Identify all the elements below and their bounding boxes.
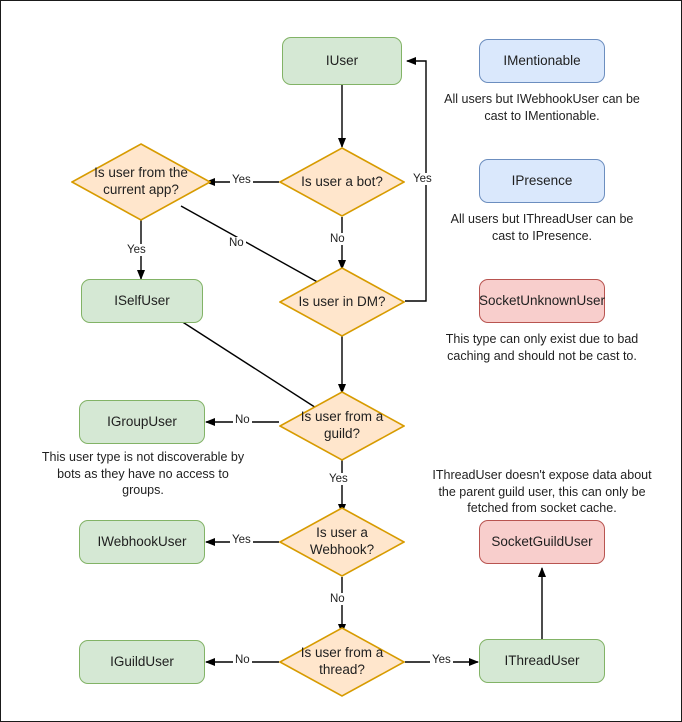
node-label: IPresence bbox=[511, 172, 573, 188]
edge-label-iswebhook-no: No bbox=[328, 593, 347, 605]
edge-label-isbot-yes: Yes bbox=[230, 174, 253, 186]
edge-label-iscurrentapp-yes: Yes bbox=[125, 244, 148, 256]
node-imentionable[interactable]: IMentionable bbox=[479, 39, 605, 83]
edge-label-isthread-no: No bbox=[233, 654, 252, 666]
note-ithreaduser: IThreadUser doesn't expose data about th… bbox=[432, 468, 652, 515]
node-is-user-from-a-guild[interactable]: Is user from a guild? bbox=[279, 391, 405, 461]
node-label: IUser bbox=[325, 52, 359, 68]
node-socketunknownuser[interactable]: SocketUnknownUser bbox=[479, 279, 605, 323]
node-is-user-from-current-app[interactable]: Is user from the current app? bbox=[71, 143, 211, 221]
note-imentionable: All users but IWebhookUser can be cast t… bbox=[444, 92, 640, 123]
diamond-shape bbox=[279, 627, 405, 697]
node-is-user-a-webhook[interactable]: Is user a Webhook? bbox=[279, 507, 405, 577]
node-iguilduser[interactable]: IGuildUser bbox=[79, 640, 205, 684]
node-is-user-a-bot[interactable]: Is user a bot? bbox=[279, 147, 405, 217]
node-igroupuser[interactable]: IGroupUser bbox=[79, 400, 205, 444]
node-label: ISelfUser bbox=[114, 292, 170, 308]
edge-label-isthread-yes: Yes bbox=[430, 654, 453, 666]
node-label: IWebhookUser bbox=[97, 533, 187, 549]
note-igroupuser: This user type is not discoverable by bo… bbox=[41, 450, 245, 497]
edge-label-isdm-yes: Yes bbox=[411, 173, 434, 185]
node-label: IGuildUser bbox=[110, 653, 174, 669]
node-label: Is user from the current app? bbox=[94, 165, 188, 197]
node-iselfuser[interactable]: ISelfUser bbox=[81, 279, 203, 323]
node-is-user-from-a-thread[interactable]: Is user from a thread? bbox=[279, 627, 405, 697]
note-socketunknownuser: This type can only exist due to bad cach… bbox=[445, 332, 639, 363]
node-socketguilduser[interactable]: SocketGuildUser bbox=[479, 520, 605, 564]
node-label: Is user a Webhook? bbox=[309, 525, 375, 557]
note-ipresence: All users but IThreadUser can be cast to… bbox=[450, 212, 634, 243]
edge-label-isguild-yes: Yes bbox=[327, 473, 350, 485]
node-label: IThreadUser bbox=[504, 652, 580, 668]
node-iwebhookuser[interactable]: IWebhookUser bbox=[79, 520, 205, 564]
diamond-shape bbox=[279, 147, 405, 217]
node-label: SocketUnknownUser bbox=[478, 292, 606, 308]
edge-label-iswebhook-yes: Yes bbox=[230, 534, 253, 546]
diamond-shape bbox=[279, 507, 405, 577]
edge-label-iscurrentapp-no: No bbox=[227, 237, 246, 249]
node-label: IMentionable bbox=[503, 52, 581, 68]
node-is-user-in-dm[interactable]: Is user in DM? bbox=[279, 267, 405, 337]
node-label: Is user from a thread? bbox=[300, 645, 384, 677]
node-ithreaduser[interactable]: IThreadUser bbox=[479, 639, 605, 683]
node-label: Is user from a guild? bbox=[300, 409, 384, 441]
edge-label-isbot-no: No bbox=[328, 233, 347, 245]
node-iuser[interactable]: IUser bbox=[282, 37, 402, 85]
node-ipresence[interactable]: IPresence bbox=[479, 159, 605, 203]
node-label: SocketGuildUser bbox=[491, 533, 593, 549]
edge-label-isguild-no: No bbox=[233, 414, 252, 426]
node-label: Is user in DM? bbox=[298, 293, 386, 309]
node-label: IGroupUser bbox=[107, 413, 177, 429]
node-label: Is user a bot? bbox=[301, 173, 383, 189]
